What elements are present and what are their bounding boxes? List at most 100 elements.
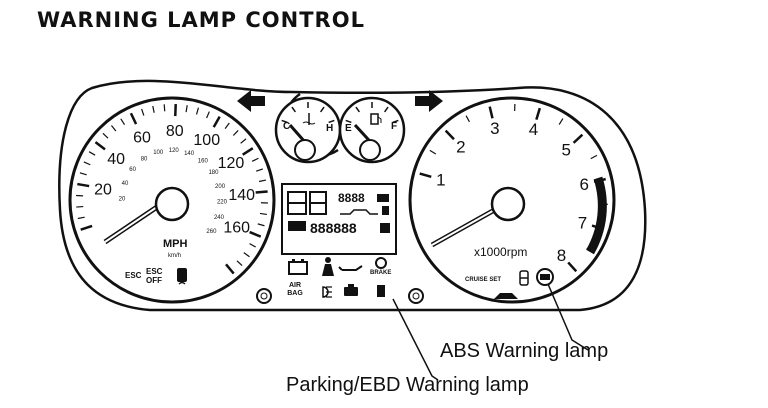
- speedometer-mph-label: 60: [133, 130, 151, 147]
- speedometer-tick: [236, 260, 243, 267]
- speedometer-tick: [232, 130, 239, 136]
- gauge-tick: [320, 106, 325, 113]
- speedometer-kmh-label: 160: [198, 159, 209, 165]
- speedometer-tick: [110, 125, 117, 132]
- center-display: 8888 888888: [281, 183, 397, 255]
- speedometer-tick: [258, 179, 267, 183]
- parking-callout-leader: [392, 298, 439, 381]
- speedometer-kmh-label: 80: [141, 157, 148, 163]
- tachometer-label: 3: [490, 119, 499, 138]
- speedometer-tick: [249, 230, 262, 238]
- trip-unit-icon: [377, 194, 389, 202]
- speedometer-tick: [256, 168, 264, 172]
- headlamp-icon: [322, 286, 332, 298]
- tachometer-tick: [572, 133, 584, 144]
- tachometer-tick: [567, 261, 578, 273]
- left-turn-signal-icon: [237, 90, 265, 112]
- odo-unit-icon: [380, 223, 390, 233]
- brake-label: BRAKE: [370, 270, 391, 276]
- speedometer-tick: [257, 223, 265, 227]
- speedometer-tick: [94, 141, 106, 151]
- tachometer-label: 7: [578, 214, 587, 233]
- abs-callout-leader: [547, 283, 589, 351]
- door-open-icon: [340, 209, 378, 215]
- speedometer-kmh-label: 60: [129, 167, 136, 173]
- cruise-set-label: CRUISE SET: [465, 277, 501, 283]
- tachometer-tick: [590, 154, 598, 160]
- tachometer-label: 6: [579, 175, 588, 194]
- speedometer-tick: [251, 157, 259, 162]
- trip-digits: 8888: [338, 191, 365, 205]
- speedometer-tick: [212, 116, 221, 128]
- speedometer-tick: [242, 147, 254, 156]
- speedometer-tick: [152, 105, 155, 113]
- warning-lamp-panel: BRAKE AIR BAG: [287, 257, 391, 298]
- right-reset-knob: [408, 288, 424, 304]
- speedometer-tick: [76, 205, 84, 208]
- speed-unit-label: MPH: [163, 238, 188, 250]
- gauge-tick: [291, 106, 296, 113]
- speedometer-tick: [129, 112, 138, 125]
- speedometer-tick: [259, 212, 267, 216]
- speedometer-kmh-label: 220: [217, 200, 228, 206]
- parking-callout-label: Parking/EBD Warning lamp: [286, 374, 529, 396]
- esc-off-label: ESC OFF: [146, 267, 163, 285]
- speedometer-kmh-label: 260: [206, 229, 217, 235]
- speedometer-tick: [88, 151, 96, 156]
- speedometer-tick: [83, 161, 91, 166]
- tachometer-tick: [535, 107, 542, 120]
- seatbelt-reminder-icon: [322, 257, 334, 276]
- tachometer-tick: [419, 172, 432, 179]
- speedometer-tick: [249, 243, 256, 248]
- speedometer-ticks: [76, 104, 268, 275]
- speed-unit-sub-label: km/h: [168, 253, 181, 259]
- fuel-warning-icon: [377, 285, 385, 297]
- speedometer-mph-label: 80: [166, 123, 184, 140]
- oil-pressure-icon: [338, 265, 363, 271]
- tachometer-tick: [558, 118, 564, 125]
- tachometer-label: 8: [557, 246, 566, 265]
- speedometer-kmh-label: 120: [169, 148, 180, 154]
- gauge-tick: [384, 106, 389, 113]
- speedometer-tick: [195, 107, 200, 115]
- speedometer-kmh-label: 180: [208, 170, 219, 176]
- speedometer-kmh-label: 40: [122, 181, 129, 187]
- gauge-tick: [392, 119, 399, 124]
- temp-high-label: H: [326, 123, 333, 134]
- speedometer-tick: [79, 172, 87, 176]
- tachometer-hub: [490, 186, 526, 222]
- speedometer-tick: [206, 111, 210, 119]
- left-reset-knob: [256, 288, 272, 304]
- odo-mode-icon: [288, 221, 306, 231]
- trunk-open-icon: [494, 293, 518, 299]
- speedometer-mph-label: 40: [107, 151, 125, 168]
- right-turn-signal-icon: [415, 90, 443, 112]
- esc-label: ESC: [125, 271, 142, 280]
- page-title: WARNING LAMP CONTROL: [37, 8, 365, 32]
- speedometer-kmh-label: 200: [215, 184, 226, 190]
- gauge-tick: [328, 119, 335, 124]
- gear-indicator: [287, 191, 327, 215]
- cluster-housing: [58, 79, 647, 312]
- speedometer-tick: [77, 216, 85, 220]
- temp-low-label: C: [283, 121, 290, 132]
- tachometer-label: 1: [436, 171, 445, 190]
- tachometer-label: 5: [562, 141, 571, 160]
- tachometer-tick: [444, 129, 455, 141]
- gauge-tick: [345, 119, 352, 124]
- speedometer-tick: [225, 263, 235, 275]
- speedometer-kmh-label: 140: [184, 151, 195, 157]
- speedometer-hub: [154, 186, 190, 222]
- tachometer-tick: [488, 106, 494, 119]
- speedometer-tick: [77, 182, 90, 188]
- speedometer-tick: [80, 224, 93, 231]
- fuel-high-label: F: [391, 121, 397, 132]
- fuel-low-label: E: [345, 123, 352, 134]
- speedometer-kmh-label: 240: [214, 215, 225, 221]
- speedometer-mph-label: 140: [228, 187, 255, 204]
